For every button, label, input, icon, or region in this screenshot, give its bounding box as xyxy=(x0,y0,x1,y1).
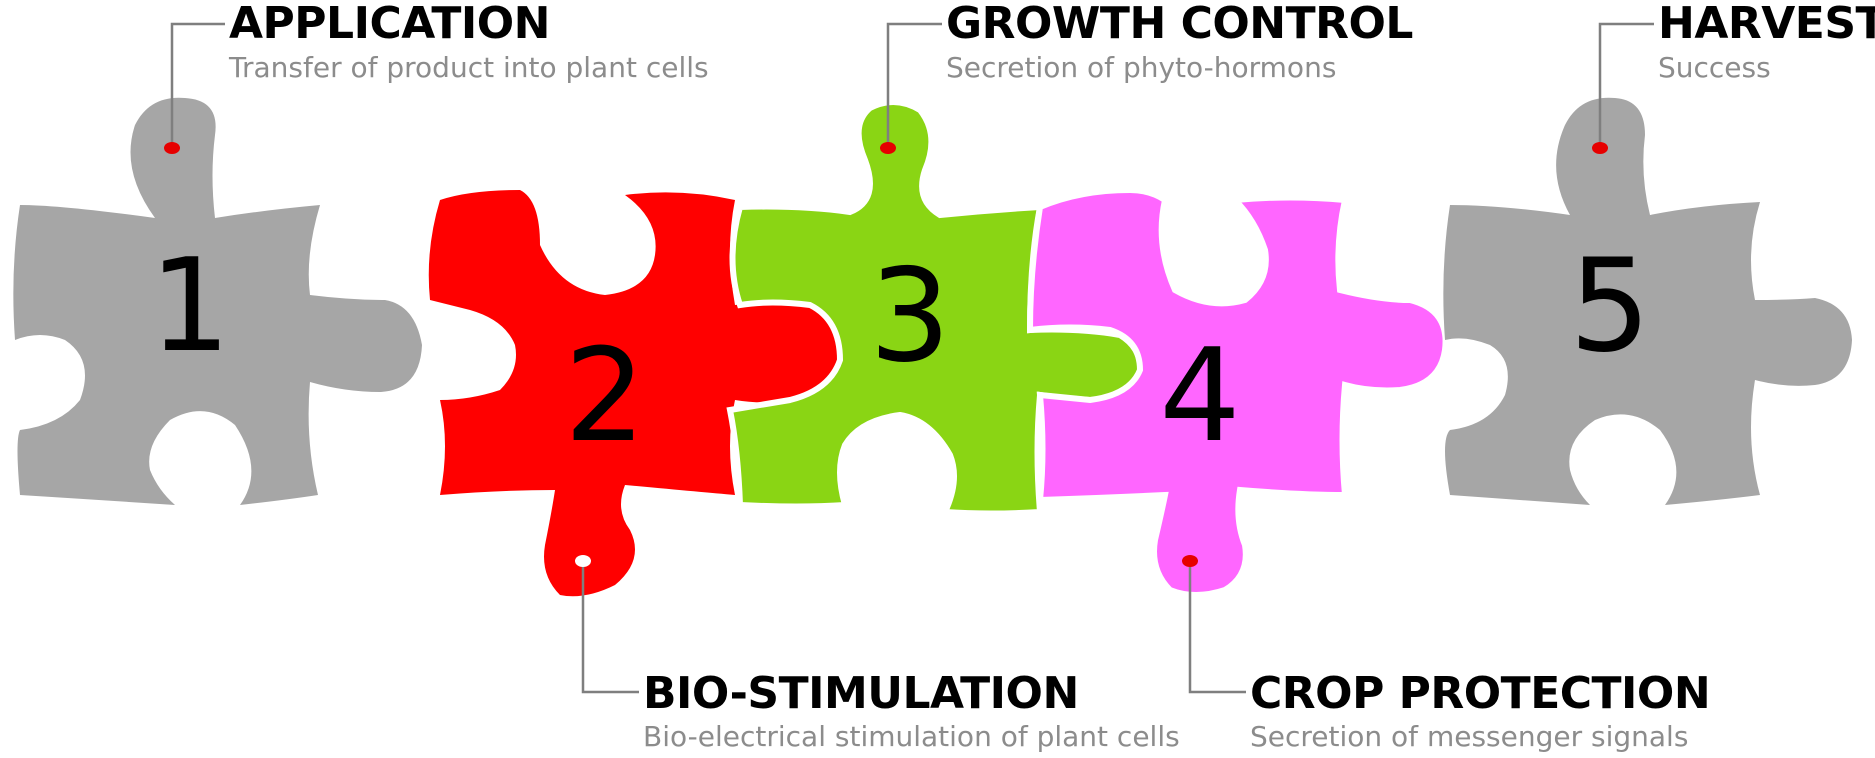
connector-line-5 xyxy=(1598,22,1654,148)
step-3-subtitle: Secretion of phyto-hormons xyxy=(946,51,1337,84)
step-4-subtitle: Secretion of messenger signals xyxy=(1250,720,1689,753)
connector-line-1 xyxy=(170,22,225,148)
step-5-title: HARVEST xyxy=(1658,0,1875,49)
connector-line-4 xyxy=(1188,560,1246,694)
puzzle-piece-1 xyxy=(13,97,422,506)
connector-dot-5 xyxy=(1592,142,1608,154)
connector-dot-1 xyxy=(164,142,180,154)
puzzle-piece-5 xyxy=(1443,97,1852,506)
piece-number-5: 5 xyxy=(1569,232,1650,381)
step-1-title: APPLICATION xyxy=(229,0,551,49)
connector-line-2 xyxy=(581,560,639,694)
step-2-subtitle: Bio-electrical stimulation of plant cell… xyxy=(643,720,1180,753)
step-5-subtitle: Success xyxy=(1658,51,1771,84)
puzzle-piece-3 xyxy=(726,99,1144,517)
connector-dot-3 xyxy=(880,142,896,154)
connector-dot-2 xyxy=(575,555,591,567)
step-4-title: CROP PROTECTION xyxy=(1250,668,1711,719)
step-1-subtitle: Transfer of product into plant cells xyxy=(229,51,709,84)
step-2-title: BIO-STIMULATION xyxy=(643,668,1079,719)
connector-dot-4 xyxy=(1182,555,1198,567)
puzzle-piece-2 xyxy=(428,190,841,597)
piece-number-1: 1 xyxy=(149,232,230,381)
step-3-title: GROWTH CONTROL xyxy=(946,0,1413,49)
puzzle-piece-4 xyxy=(1026,186,1449,598)
piece-number-4: 4 xyxy=(1159,322,1240,471)
piece-number-3: 3 xyxy=(869,242,950,391)
piece-number-2: 2 xyxy=(564,322,645,471)
connector-line-3 xyxy=(886,22,942,148)
